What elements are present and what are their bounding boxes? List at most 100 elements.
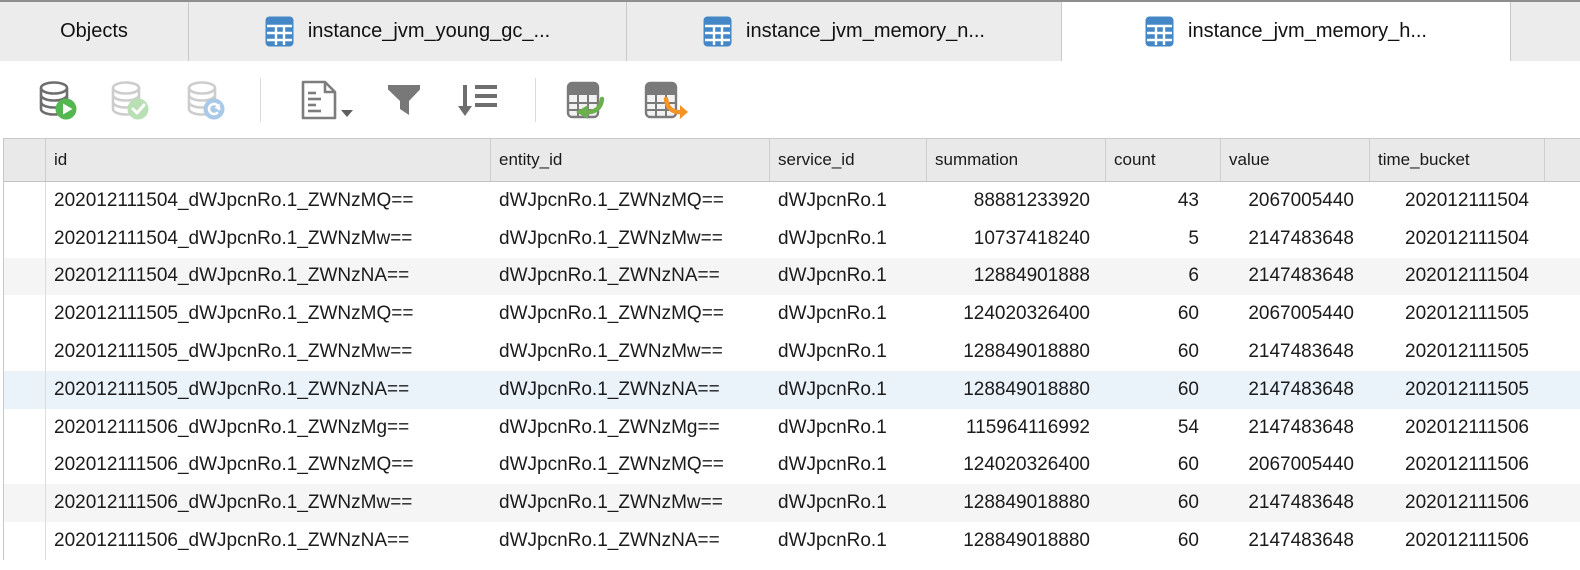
- cell-time-bucket[interactable]: 202012111506: [1405, 492, 1529, 514]
- column-header-service-id[interactable]: service_id: [770, 139, 927, 181]
- table-row[interactable]: 202012111506_dWJpcnRo.1_ZWNzMw== dWJpcnRo…: [4, 484, 1580, 523]
- cell-entity-id[interactable]: dWJpcnRo.1_ZWNzNA==: [499, 530, 720, 552]
- cell-entity-id[interactable]: dWJpcnRo.1_ZWNzMw==: [499, 341, 723, 363]
- cell-service-id[interactable]: dWJpcnRo.1: [778, 378, 887, 400]
- cell-summation[interactable]: 10737418240: [973, 227, 1090, 249]
- cell-id[interactable]: 202012111505_dWJpcnRo.1_ZWNzMQ==: [54, 303, 414, 325]
- tab-instance-jvm-memory-h-active[interactable]: instance_jvm_memory_h...: [1062, 2, 1511, 61]
- cell-id[interactable]: 202012111504_dWJpcnRo.1_ZWNzMQ==: [54, 189, 414, 211]
- cell-id[interactable]: 202012111505_dWJpcnRo.1_ZWNzMw==: [54, 341, 413, 363]
- cell-entity-id[interactable]: dWJpcnRo.1_ZWNzNA==: [499, 378, 720, 400]
- cell-service-id[interactable]: dWJpcnRo.1: [778, 227, 887, 249]
- cell-value[interactable]: 2147483648: [1248, 265, 1354, 287]
- cell-service-id[interactable]: dWJpcnRo.1: [778, 303, 887, 325]
- cell-count[interactable]: 60: [1177, 492, 1199, 514]
- cell-entity-id[interactable]: dWJpcnRo.1_ZWNzNA==: [499, 265, 720, 287]
- cell-time-bucket[interactable]: 202012111504: [1405, 265, 1529, 287]
- row-gutter-cell[interactable]: [4, 182, 46, 220]
- row-gutter-cell[interactable]: [4, 408, 46, 447]
- cell-summation[interactable]: 128849018880: [963, 492, 1090, 514]
- cell-service-id[interactable]: dWJpcnRo.1: [778, 416, 887, 438]
- cell-entity-id[interactable]: dWJpcnRo.1_ZWNzMg==: [499, 416, 720, 438]
- row-gutter-cell[interactable]: [4, 446, 46, 485]
- cell-id[interactable]: 202012111505_dWJpcnRo.1_ZWNzNA==: [54, 378, 410, 400]
- tab-objects[interactable]: Objects: [0, 2, 189, 61]
- table-row[interactable]: 202012111505_dWJpcnRo.1_ZWNzMQ== dWJpcnRo…: [4, 295, 1580, 334]
- row-gutter-cell[interactable]: [4, 370, 46, 409]
- cell-value[interactable]: 2067005440: [1248, 303, 1354, 325]
- cell-id[interactable]: 202012111506_dWJpcnRo.1_ZWNzNA==: [54, 530, 410, 552]
- cell-entity-id[interactable]: dWJpcnRo.1_ZWNzMw==: [499, 492, 723, 514]
- cell-count[interactable]: 60: [1177, 530, 1199, 552]
- cell-time-bucket[interactable]: 202012111505: [1405, 378, 1529, 400]
- cell-value[interactable]: 2147483648: [1248, 227, 1354, 249]
- cell-value[interactable]: 2147483648: [1248, 492, 1354, 514]
- column-header-time-bucket[interactable]: time_bucket: [1370, 139, 1545, 181]
- cell-time-bucket[interactable]: 202012111505: [1405, 341, 1529, 363]
- cell-count[interactable]: 60: [1177, 378, 1199, 400]
- execute-query-icon[interactable]: [36, 79, 78, 121]
- row-gutter-cell[interactable]: [4, 484, 46, 523]
- column-header-value[interactable]: value: [1221, 139, 1370, 181]
- cell-summation[interactable]: 88881233920: [973, 189, 1090, 211]
- cell-count[interactable]: 54: [1177, 416, 1199, 438]
- cell-time-bucket[interactable]: 202012111506: [1405, 530, 1529, 552]
- cell-time-bucket[interactable]: 202012111506: [1405, 416, 1529, 438]
- row-gutter-cell[interactable]: [4, 219, 46, 258]
- view-options-document-icon[interactable]: [299, 78, 355, 122]
- cell-value[interactable]: 2067005440: [1248, 189, 1354, 211]
- table-row[interactable]: 202012111506_dWJpcnRo.1_ZWNzNA== dWJpcnRo…: [4, 522, 1580, 560]
- column-header-entity-id[interactable]: entity_id: [491, 139, 770, 181]
- cell-value[interactable]: 2147483648: [1248, 341, 1354, 363]
- cell-id[interactable]: 202012111504_dWJpcnRo.1_ZWNzMw==: [54, 227, 413, 249]
- row-gutter-cell[interactable]: [4, 295, 46, 334]
- column-header-id[interactable]: id: [46, 139, 491, 181]
- cell-time-bucket[interactable]: 202012111504: [1405, 227, 1529, 249]
- cell-entity-id[interactable]: dWJpcnRo.1_ZWNzMQ==: [499, 454, 724, 476]
- cell-service-id[interactable]: dWJpcnRo.1: [778, 341, 887, 363]
- table-row[interactable]: 202012111504_dWJpcnRo.1_ZWNzMw== dWJpcnRo…: [4, 219, 1580, 258]
- cell-service-id[interactable]: dWJpcnRo.1: [778, 492, 887, 514]
- export-table-icon[interactable]: [642, 79, 688, 121]
- table-row[interactable]: 202012111506_dWJpcnRo.1_ZWNzMQ== dWJpcnRo…: [4, 446, 1580, 485]
- cell-summation[interactable]: 12884901888: [973, 265, 1090, 287]
- cell-service-id[interactable]: dWJpcnRo.1: [778, 265, 887, 287]
- cell-count[interactable]: 5: [1188, 227, 1199, 249]
- row-gutter-cell[interactable]: [4, 257, 46, 296]
- cell-service-id[interactable]: dWJpcnRo.1: [778, 189, 887, 211]
- cell-summation[interactable]: 124020326400: [963, 303, 1090, 325]
- cell-summation[interactable]: 128849018880: [963, 341, 1090, 363]
- cell-value[interactable]: 2147483648: [1248, 530, 1354, 552]
- cell-count[interactable]: 43: [1177, 189, 1199, 211]
- cell-service-id[interactable]: dWJpcnRo.1: [778, 530, 887, 552]
- sort-icon[interactable]: [455, 79, 499, 121]
- cell-count[interactable]: 60: [1177, 341, 1199, 363]
- cell-summation[interactable]: 124020326400: [963, 454, 1090, 476]
- cell-time-bucket[interactable]: 202012111505: [1405, 303, 1529, 325]
- tab-instance-jvm-young-gc[interactable]: instance_jvm_young_gc_...: [189, 2, 627, 61]
- cell-id[interactable]: 202012111506_dWJpcnRo.1_ZWNzMQ==: [54, 454, 414, 476]
- row-gutter-cell[interactable]: [4, 333, 46, 371]
- tab-instance-jvm-memory-n[interactable]: instance_jvm_memory_n...: [627, 2, 1062, 61]
- cell-value[interactable]: 2067005440: [1248, 454, 1354, 476]
- cell-time-bucket[interactable]: 202012111506: [1405, 454, 1529, 476]
- cell-count[interactable]: 60: [1177, 454, 1199, 476]
- cell-summation[interactable]: 128849018880: [963, 378, 1090, 400]
- cell-id[interactable]: 202012111506_dWJpcnRo.1_ZWNzMg==: [54, 416, 410, 438]
- cell-entity-id[interactable]: dWJpcnRo.1_ZWNzMQ==: [499, 303, 724, 325]
- cell-value[interactable]: 2147483648: [1248, 416, 1354, 438]
- filter-icon[interactable]: [385, 79, 423, 121]
- cell-id[interactable]: 202012111506_dWJpcnRo.1_ZWNzMw==: [54, 492, 413, 514]
- row-gutter-cell[interactable]: [4, 522, 46, 560]
- cell-entity-id[interactable]: dWJpcnRo.1_ZWNzMw==: [499, 227, 723, 249]
- table-row[interactable]: 202012111504_dWJpcnRo.1_ZWNzNA==dWJpcnRo…: [4, 257, 1580, 296]
- table-row[interactable]: 202012111504_dWJpcnRo.1_ZWNzMQ== dWJpcnRo…: [4, 182, 1580, 220]
- cell-service-id[interactable]: dWJpcnRo.1: [778, 454, 887, 476]
- cell-entity-id[interactable]: dWJpcnRo.1_ZWNzMQ==: [499, 189, 724, 211]
- cell-value[interactable]: 2147483648: [1248, 378, 1354, 400]
- table-row[interactable]: 202012111506_dWJpcnRo.1_ZWNzMg== dWJpcnRo…: [4, 408, 1580, 447]
- cell-count[interactable]: 60: [1177, 303, 1199, 325]
- table-row[interactable]: 202012111505_dWJpcnRo.1_ZWNzNA== dWJpcnRo…: [4, 370, 1580, 409]
- column-header-summation[interactable]: summation: [927, 139, 1106, 181]
- table-row[interactable]: 202012111505_dWJpcnRo.1_ZWNzMw== dWJpcnRo…: [4, 333, 1580, 371]
